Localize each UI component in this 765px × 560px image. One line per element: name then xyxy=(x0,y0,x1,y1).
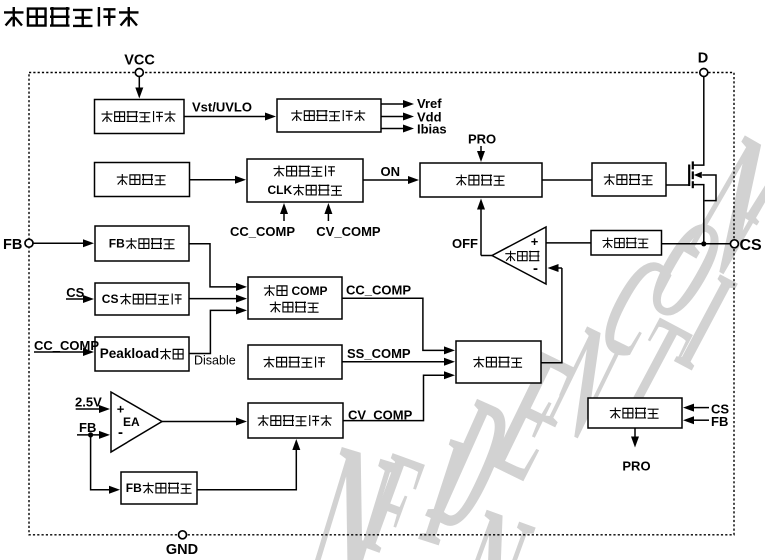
svg-text:CV_COMP: CV_COMP xyxy=(316,224,381,239)
svg-text:CS: CS xyxy=(102,292,119,306)
svg-text:CC_COMP: CC_COMP xyxy=(346,283,411,298)
svg-text:D: D xyxy=(698,51,708,67)
svg-text:2.5V: 2.5V xyxy=(75,395,102,410)
svg-text:OFF: OFF xyxy=(452,236,478,251)
svg-text:FB: FB xyxy=(79,420,96,435)
svg-text:CC_COMP: CC_COMP xyxy=(230,224,295,239)
svg-text:Ibias: Ibias xyxy=(417,122,447,137)
svg-text:CLK: CLK xyxy=(268,183,293,197)
svg-text:FB: FB xyxy=(3,237,22,253)
svg-text:CS: CS xyxy=(711,402,729,417)
svg-text:Vdd: Vdd xyxy=(417,110,442,125)
svg-text:FB: FB xyxy=(126,481,142,495)
svg-text:CV_COMP: CV_COMP xyxy=(348,408,413,423)
svg-text:CC_COMP: CC_COMP xyxy=(34,338,99,353)
svg-text:Vst/UVLO: Vst/UVLO xyxy=(192,100,252,115)
svg-text:SS_COMP: SS_COMP xyxy=(347,346,411,361)
svg-text:FB: FB xyxy=(109,237,125,251)
svg-text:Vref: Vref xyxy=(417,96,442,111)
svg-text:VCC: VCC xyxy=(124,53,155,69)
svg-text:-: - xyxy=(533,260,538,277)
svg-text:+: + xyxy=(117,402,125,417)
svg-text:GND: GND xyxy=(166,542,198,558)
svg-text:EA: EA xyxy=(123,415,140,429)
svg-text:CS: CS xyxy=(740,237,763,254)
svg-text:Disable: Disable xyxy=(194,354,236,368)
svg-text:CS: CS xyxy=(66,285,84,300)
svg-text:+: + xyxy=(531,234,539,249)
svg-text:PRO: PRO xyxy=(622,459,650,474)
svg-text:-: - xyxy=(118,424,123,441)
svg-text:Peakload: Peakload xyxy=(100,346,159,361)
svg-text:COMP: COMP xyxy=(292,284,328,298)
svg-text:FB: FB xyxy=(711,414,728,429)
svg-text:PRO: PRO xyxy=(468,132,496,147)
svg-text:ON: ON xyxy=(381,164,401,179)
